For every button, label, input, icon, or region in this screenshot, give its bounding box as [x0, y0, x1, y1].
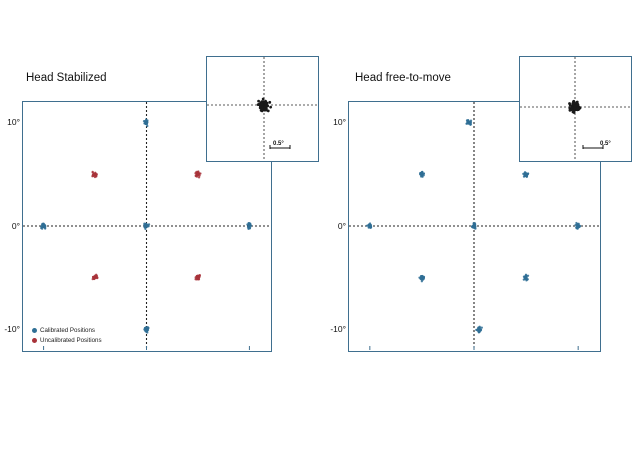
- legend-item-calibrated: Calibrated Positions: [32, 326, 102, 336]
- series-1-cluster-1-point: [194, 174, 198, 178]
- series-0-cluster-3-point: [365, 224, 369, 227]
- series-0-cluster-0-point: [465, 122, 469, 125]
- legend-label-uncalibrated: Uncalibrated Positions: [40, 336, 102, 344]
- series-1-cluster-0-point: [91, 173, 95, 177]
- series-1-cluster-1-point: [198, 174, 201, 177]
- inset-point: [260, 102, 264, 106]
- panel-1-legend: Calibrated Positions Uncalibrated Positi…: [32, 326, 102, 345]
- series-1-cluster-0-point: [94, 173, 98, 177]
- series-0-cluster-3-point: [367, 223, 371, 226]
- series-0-cluster-7-point: [525, 279, 528, 282]
- series-0-cluster-6-point: [420, 275, 423, 278]
- panel-2-ytick-0: 0°: [337, 221, 346, 231]
- inset-point: [269, 105, 273, 109]
- inset-point: [261, 97, 265, 101]
- inset-point: [576, 106, 580, 110]
- panel-1-inset-scale-label: 0.5°: [273, 141, 284, 147]
- series-0-cluster-4-point: [145, 329, 148, 333]
- series-0-cluster-0-point: [146, 124, 149, 128]
- series-0-cluster-8-point: [475, 328, 479, 332]
- panel-2-title: Head free-to-move: [355, 72, 451, 84]
- series-0-cluster-7-point: [522, 278, 525, 281]
- series-0-cluster-1-point: [41, 227, 44, 230]
- legend-label-calibrated: Calibrated Positions: [40, 327, 96, 334]
- inset-point: [571, 110, 575, 114]
- legend-marker-uncalibrated: [32, 337, 37, 343]
- series-1-cluster-3-point: [197, 276, 200, 279]
- series-0-cluster-0-point: [467, 122, 470, 125]
- series-0-cluster-3-point: [247, 227, 250, 230]
- series-0-cluster-1-point: [43, 224, 47, 227]
- inset-point: [268, 100, 272, 104]
- series-1-cluster-2-point: [95, 274, 98, 277]
- series-0-cluster-2-point: [525, 175, 528, 178]
- panel-2-inset-scale-label: 0.5°: [600, 141, 611, 147]
- series-0-cluster-2-point: [143, 223, 146, 226]
- series-0-cluster-5-point: [575, 226, 579, 230]
- series-1-cluster-1-point: [197, 176, 201, 179]
- series-0-cluster-8-point: [478, 329, 481, 332]
- series-0-cluster-1-point: [420, 171, 423, 174]
- inset-point: [266, 109, 270, 113]
- legend-marker-calibrated: [32, 328, 37, 334]
- series-0-cluster-4-point: [472, 224, 475, 227]
- panel-1-ytick-0: 0°: [11, 221, 20, 231]
- series-0-cluster-1-point: [43, 226, 47, 229]
- panel-1-ytick-10: 10°: [7, 117, 20, 127]
- series-0-cluster-3-point: [369, 225, 373, 228]
- inset-point: [575, 100, 579, 104]
- inset-point: [264, 101, 267, 105]
- series-0-cluster-0-point: [144, 118, 148, 121]
- series-0-cluster-0-point: [468, 120, 471, 123]
- series-0-cluster-1-point: [420, 173, 423, 176]
- panel-2-ytick-neg10: -10°: [330, 324, 346, 334]
- series-0-cluster-2-point: [524, 171, 528, 175]
- series-0-cluster-2-point: [145, 224, 148, 228]
- series-0-cluster-7-point: [525, 276, 528, 280]
- series-0-cluster-8-point: [480, 326, 483, 329]
- inset-point: [257, 99, 260, 103]
- series-0-cluster-2-point: [144, 226, 147, 229]
- series-0-cluster-5-point: [576, 224, 579, 228]
- series-1-cluster-2-point: [93, 277, 96, 280]
- legend-item-uncalibrated: Uncalibrated Positions: [32, 336, 102, 346]
- panel-2-scatter-svg: [349, 102, 599, 350]
- inset-point: [260, 107, 264, 111]
- panel-1-inset-svg: [207, 57, 317, 160]
- series-1-cluster-3-point: [196, 277, 199, 281]
- panel-1-scatter-svg: [23, 102, 270, 350]
- series-0-cluster-3-point: [248, 223, 252, 226]
- series-0-cluster-4-point: [146, 325, 149, 329]
- inset-point: [568, 108, 572, 112]
- inset-point: [574, 104, 578, 108]
- series-0-cluster-7-point: [524, 273, 528, 276]
- panel-2-inset-svg: [520, 57, 630, 160]
- series-0-cluster-6-point: [420, 277, 423, 280]
- series-0-cluster-3-point: [367, 226, 370, 229]
- series-0-cluster-2-point: [526, 172, 530, 175]
- inset-point: [568, 102, 571, 105]
- series-0-cluster-0-point: [466, 119, 469, 123]
- series-0-cluster-8-point: [476, 327, 480, 330]
- panel-1-ytick-neg10: -10°: [4, 324, 20, 334]
- series-1-cluster-1-point: [197, 171, 200, 175]
- series-0-cluster-5-point: [576, 223, 580, 226]
- series-0-cluster-4-point: [473, 223, 476, 226]
- inset-point: [257, 102, 261, 106]
- inset-point: [265, 107, 268, 111]
- series-0-cluster-1-point: [41, 222, 44, 226]
- series-0-cluster-1-point: [422, 172, 426, 175]
- panel-2-inset: 0.5°: [519, 56, 632, 162]
- inset-point: [265, 104, 268, 108]
- inset-point: [572, 99, 576, 103]
- panel-1-inset: 0.5°: [206, 56, 319, 162]
- series-1-cluster-0-point: [91, 170, 94, 173]
- series-0-cluster-0-point: [142, 120, 146, 123]
- series-0-cluster-0-point: [145, 123, 149, 126]
- series-0-cluster-4-point: [474, 227, 477, 230]
- panel-1-title: Head Stabilized: [26, 72, 107, 84]
- series-0-cluster-1-point: [419, 175, 423, 178]
- panel-2-ytick-10: 10°: [333, 117, 346, 127]
